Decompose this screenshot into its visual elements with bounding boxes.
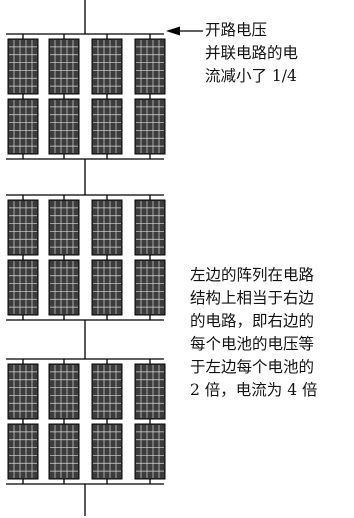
solar-panel — [134, 423, 166, 480]
solar-panel — [7, 423, 39, 480]
solar-panel — [134, 98, 166, 155]
solar-panel — [91, 199, 123, 256]
circuit-wiring — [6, 0, 164, 516]
open-circuit-note: 开路电压 并联电路的电 流减小了 1/4 — [205, 21, 299, 85]
solar-panel — [134, 38, 166, 95]
solar-panel — [48, 423, 80, 480]
solar-panel — [7, 98, 39, 155]
solar-panel — [91, 38, 123, 95]
solar-panel — [134, 199, 166, 256]
solar-panel — [7, 38, 39, 95]
solar-panel — [48, 38, 80, 95]
solar-panel — [48, 363, 80, 420]
solar-panel — [48, 98, 80, 155]
solar-panel — [91, 98, 123, 155]
solar-panel — [48, 259, 80, 316]
solar-panels — [7, 38, 166, 480]
solar-panel — [7, 363, 39, 420]
solar-panel — [134, 363, 166, 420]
array-equivalence-note: 左边的阵列在电路 结构上相当于右边 的电路，即右边的 每个电池的电压等 于左边每… — [190, 266, 318, 399]
solar-panel — [48, 199, 80, 256]
solar-panel — [91, 423, 123, 480]
solar-panel — [91, 363, 123, 420]
solar-panel — [7, 259, 39, 316]
solar-panel — [7, 199, 39, 256]
solar-panel — [91, 259, 123, 316]
left-arrow-icon — [166, 26, 203, 36]
solar-panel — [134, 259, 166, 316]
